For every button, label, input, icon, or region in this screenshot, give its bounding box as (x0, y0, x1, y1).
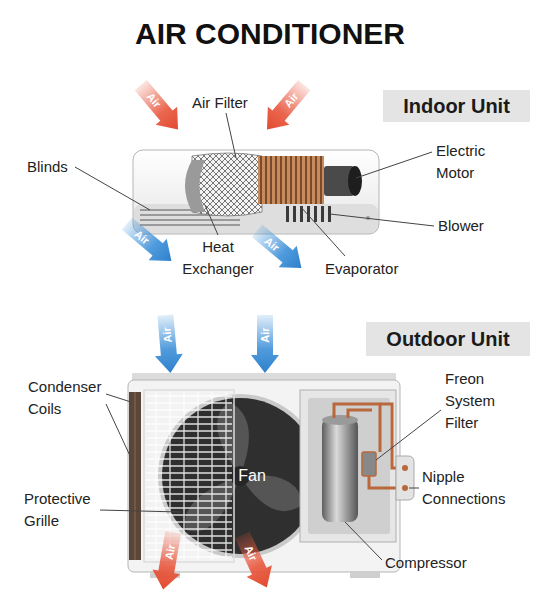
part-label: Nipple Connections (422, 466, 505, 510)
part-label: Evaporator (325, 258, 398, 280)
part-label: Electric Motor (436, 140, 485, 184)
part-label: Condenser Coils (28, 376, 101, 420)
air-flow-arrows (118, 76, 315, 593)
section-band: Outdoor Unit (366, 322, 530, 356)
section-band: Indoor Unit (383, 90, 530, 122)
outdoor-unit (128, 373, 414, 578)
band-heading: Outdoor Unit (386, 327, 509, 351)
indoor-unit (133, 150, 379, 234)
air-flow-label: Air (162, 544, 176, 561)
air-flow-label: Air (259, 327, 271, 342)
part-label: Freon System Filter (445, 368, 495, 434)
part-label: Blower (438, 215, 484, 237)
part-label: Protective Grille (24, 488, 91, 532)
part-label: Fan (238, 466, 266, 486)
air-flow-label: Air (160, 327, 173, 343)
band-heading: Indoor Unit (403, 94, 510, 118)
diagram-title: AIR CONDITIONER (135, 16, 405, 52)
part-label: Blinds (27, 156, 68, 178)
part-label: Air Filter (192, 92, 248, 114)
part-label: Heat Exchanger (182, 236, 254, 280)
part-label: Compressor (385, 552, 467, 574)
